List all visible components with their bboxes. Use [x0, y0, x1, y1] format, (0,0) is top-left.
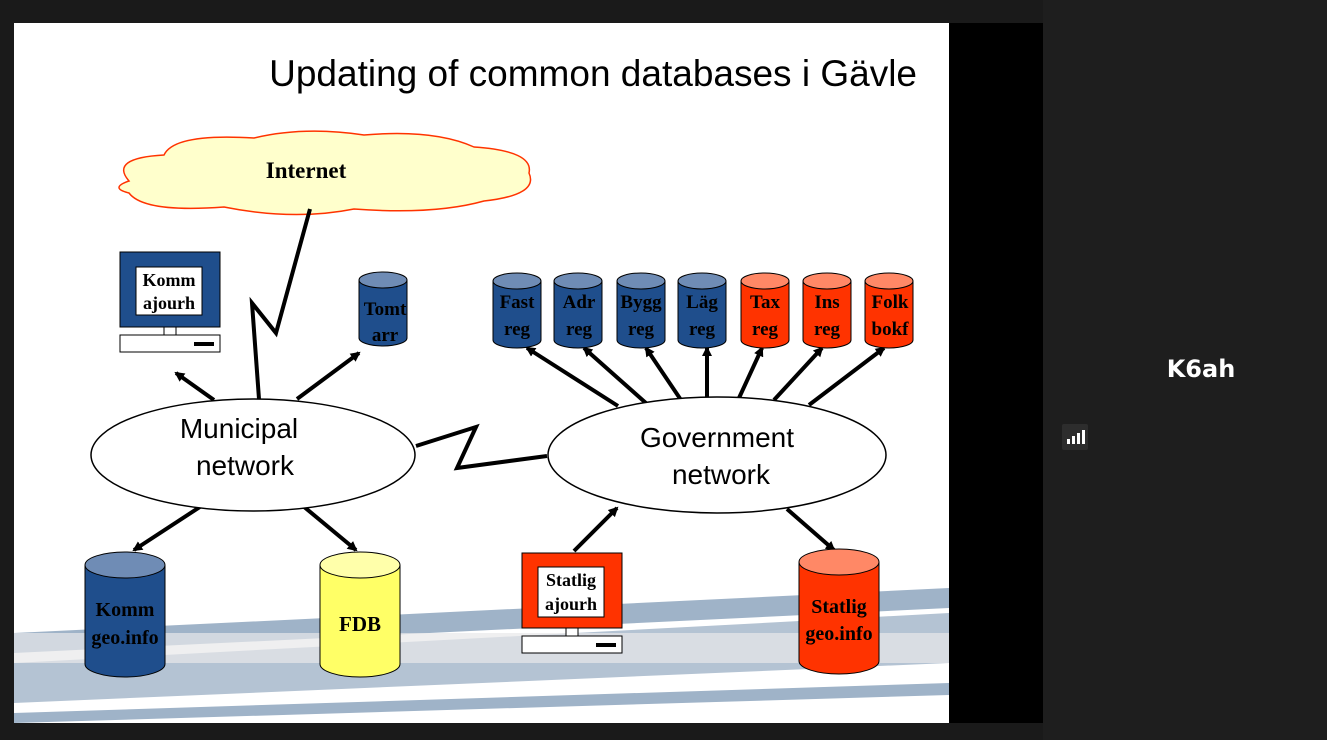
arrow-to-municipal	[174, 371, 216, 402]
tomt-arr-database: Tomt arr	[358, 271, 408, 347]
adr-reg-line2: reg	[566, 319, 593, 340]
komm-geo-line2: geo.info	[91, 627, 158, 649]
statlig-geo-line1: Statlig	[811, 596, 867, 618]
bygg-reg-database: Bygg reg	[616, 272, 666, 349]
lag-reg-database: Läg reg	[677, 272, 727, 349]
statlig-ajourh-line1: Statlig	[546, 570, 596, 590]
fdb-database: FDB	[319, 551, 401, 678]
statlig-geo-info-database: Statlig geo.info	[798, 548, 880, 675]
komm-geo-line1: Komm	[96, 599, 155, 621]
tax-reg-database: Tax reg	[740, 272, 790, 349]
ins-reg-database: Ins reg	[802, 272, 852, 349]
komm-ajourh-line2: ajourh	[143, 293, 195, 313]
connections	[132, 208, 886, 553]
komm-geo-info-database: Komm geo.info	[84, 551, 166, 678]
slide-title: Updating of common databases i Gävle	[269, 53, 917, 94]
presentation-slide: Updating of common databases i Gävle Int…	[14, 23, 949, 723]
lag-reg-line2: reg	[689, 319, 716, 340]
ins-reg-line2: reg	[814, 319, 841, 340]
komm-ajourh-terminal: Komm ajourh	[119, 251, 221, 353]
bygg-reg-line1: Bygg	[620, 292, 662, 313]
internet-cloud: Internet	[118, 130, 532, 216]
fast-reg-line2: reg	[504, 319, 531, 340]
government-network-line1: Government	[640, 422, 794, 453]
register-databases: Fast reg Adr reg Bygg reg Läg reg	[492, 272, 914, 349]
internet-label: Internet	[266, 158, 347, 183]
fast-reg-line1: Fast	[500, 292, 536, 313]
tomt-arr-line1: Tomt	[364, 299, 407, 320]
municipal-network-line1: Municipal	[180, 413, 298, 444]
statlig-geo-line2: geo.info	[805, 623, 872, 645]
adr-reg-database: Adr reg	[553, 272, 603, 349]
ins-reg-line1: Ins	[814, 292, 839, 313]
slide-diagram: Updating of common databases i Gävle Int…	[14, 53, 949, 723]
fast-reg-database: Fast reg	[492, 272, 542, 349]
bygg-reg-line2: reg	[628, 319, 655, 340]
municipal-network: Municipal network	[90, 398, 416, 512]
background-stripes	[14, 588, 949, 723]
komm-ajourh-line1: Komm	[143, 270, 196, 290]
participant-name: K6ah	[1166, 355, 1236, 383]
tax-reg-line1: Tax	[750, 292, 780, 313]
statlig-ajourh-line2: ajourh	[545, 594, 597, 614]
tomt-arr-line2: arr	[372, 325, 399, 346]
adr-reg-line1: Adr	[563, 292, 596, 313]
government-network-line2: network	[672, 459, 771, 490]
signal-bars-icon	[1062, 424, 1088, 450]
folk-bokf-database: Folk bokf	[864, 272, 914, 349]
tax-reg-line2: reg	[752, 319, 779, 340]
fdb-label: FDB	[339, 612, 381, 636]
folk-bokf-line2: bokf	[872, 319, 910, 340]
municipal-network-line2: network	[196, 450, 295, 481]
statlig-ajourh-terminal: Statlig ajourh	[521, 552, 623, 654]
lag-reg-line1: Läg	[686, 292, 718, 313]
participant-tile[interactable]	[1043, 0, 1327, 740]
folk-bokf-line1: Folk	[872, 292, 909, 313]
government-network: Government network	[547, 396, 887, 514]
